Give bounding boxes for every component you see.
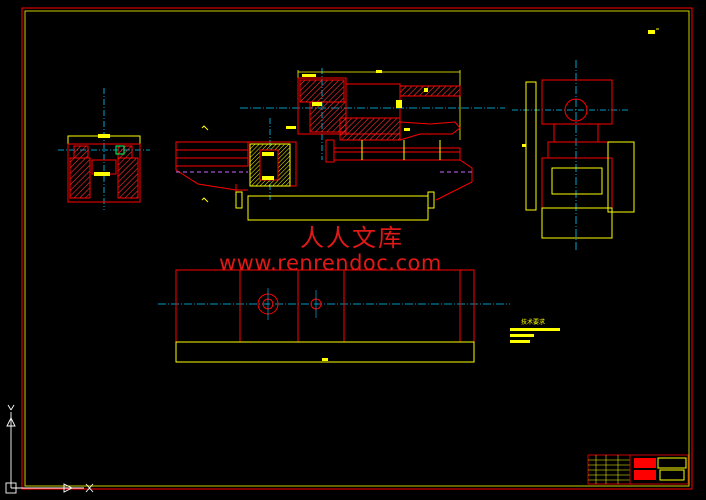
title-block[interactable]: [587, 454, 689, 485]
ucs-axis-icon[interactable]: [5, 404, 94, 494]
sheet-tag: [648, 28, 659, 34]
right-side-view[interactable]: [512, 60, 635, 250]
technical-notes: [510, 328, 560, 343]
watermark-site-name: 人人文库: [300, 224, 404, 252]
watermark-site-url: www.renrendoc.com: [219, 251, 442, 275]
front-assembly-view[interactable]: [175, 68, 505, 221]
technical-notes-title: 技术要求: [521, 319, 546, 326]
drawing-border: [21, 7, 693, 490]
left-section-view[interactable]: [58, 88, 150, 210]
top-plan-view[interactable]: [158, 269, 510, 363]
